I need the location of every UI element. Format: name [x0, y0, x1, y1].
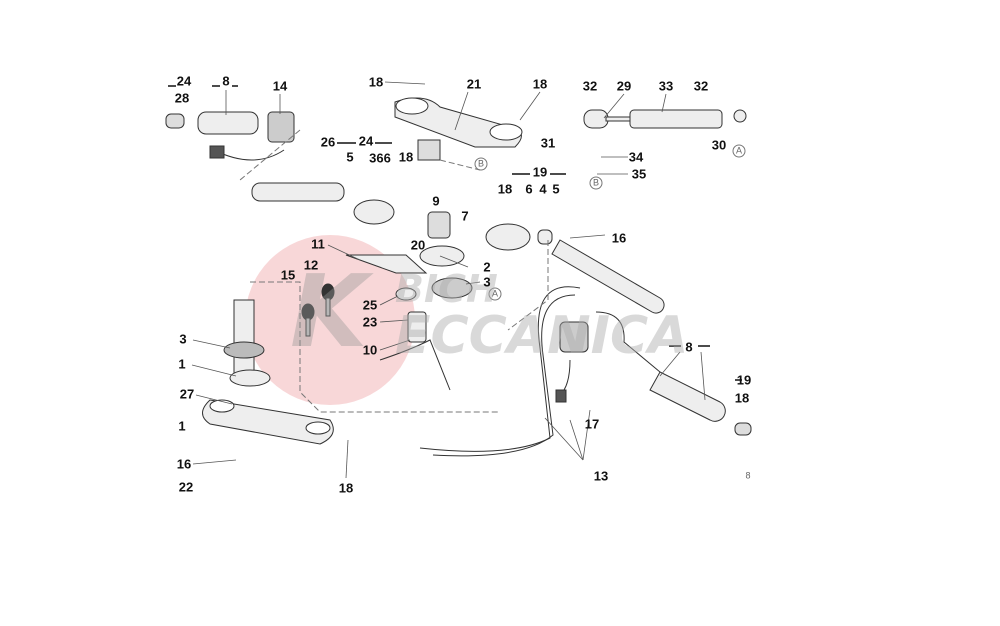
ref-marker: B	[592, 177, 600, 188]
clamp-left	[353, 199, 395, 225]
part-label: 1	[178, 356, 186, 372]
part-label: 366	[369, 150, 391, 166]
part-label: 18	[398, 149, 414, 165]
part-label: 23	[362, 314, 378, 330]
part-label: 32	[693, 78, 709, 94]
part-label: 2	[483, 259, 491, 275]
ignition-switch	[407, 311, 427, 343]
part-label: 16	[611, 230, 627, 246]
throttle-cables	[419, 286, 581, 452]
part-label: 18	[497, 181, 513, 197]
ref-marker: B	[477, 158, 485, 169]
part-label: 8	[222, 73, 230, 89]
spacer-right	[537, 229, 553, 245]
part-label: 19	[532, 164, 548, 180]
watermark-line2: ECCANICA	[395, 306, 689, 366]
part-label: 22	[178, 479, 194, 495]
part-label: 10	[362, 342, 378, 358]
lower-triple-clamp	[202, 399, 334, 445]
part-label: 31	[540, 135, 556, 151]
part-label: 12	[303, 257, 319, 273]
handlebar-left	[251, 182, 345, 202]
steering-damper	[629, 109, 723, 129]
part-label: 14	[272, 78, 288, 94]
part-label: 35	[631, 166, 647, 182]
part-label: 16	[176, 456, 192, 472]
part-label: 28	[174, 90, 190, 106]
bearing-top	[431, 277, 473, 299]
part-label: 26	[320, 134, 336, 150]
part-label: 18	[338, 480, 354, 496]
bar-end	[165, 113, 185, 129]
part-label: 18	[532, 76, 548, 92]
watermark-line1: BICH	[395, 267, 498, 311]
part-label: 13	[593, 468, 609, 484]
nut	[427, 211, 451, 239]
ref-marker: A	[491, 288, 499, 299]
part-label: 21	[466, 76, 482, 92]
grip-left	[197, 111, 259, 135]
part-label: 3	[179, 331, 187, 347]
part-label: 4	[539, 181, 547, 197]
part-label: 25	[362, 297, 378, 313]
part-label: 15	[280, 267, 296, 283]
switch-right	[559, 321, 589, 353]
part-label: 20	[410, 237, 426, 253]
part-label: 24	[176, 73, 192, 89]
part-label: 27	[179, 386, 195, 402]
bracket	[345, 254, 428, 274]
switch-left	[267, 111, 295, 143]
ref-marker: A	[735, 145, 743, 156]
part-label: 19	[736, 372, 752, 388]
handlebar-right	[551, 239, 665, 314]
part-label: 1	[178, 418, 186, 434]
part-label: 30	[711, 137, 727, 153]
part-label: 6	[525, 181, 533, 197]
part-label: 9	[432, 193, 440, 209]
clamp-right	[485, 223, 531, 251]
watermark-circle	[245, 235, 415, 405]
part-label: 24	[358, 133, 374, 149]
part-label: 29	[616, 78, 632, 94]
part-label: 11	[311, 236, 325, 252]
grip-right	[649, 371, 726, 422]
damper-mount	[583, 109, 609, 129]
part-label: 34	[628, 149, 644, 165]
watermark-letter: K	[290, 253, 368, 370]
part-label: 5	[346, 149, 354, 165]
part-label: 5	[552, 181, 560, 197]
part-label: 17	[584, 416, 600, 432]
part-label: 18	[734, 390, 750, 406]
page-number: 8	[745, 470, 751, 481]
part-label: 7	[461, 208, 469, 224]
part-label: 8	[685, 339, 693, 355]
part-label: 3	[483, 274, 491, 290]
steering-stem	[233, 299, 255, 381]
part-label: 18	[368, 74, 384, 90]
part-label: 32	[582, 78, 598, 94]
part-label: 33	[658, 78, 674, 94]
